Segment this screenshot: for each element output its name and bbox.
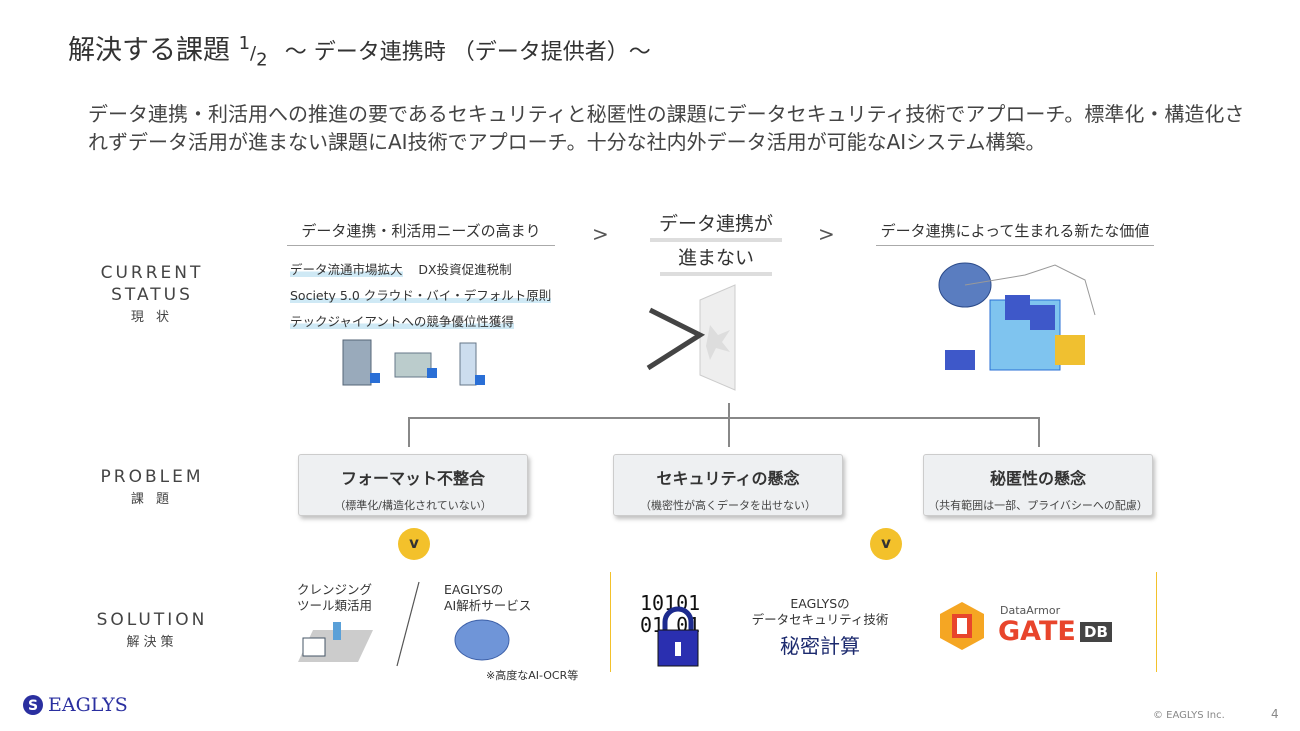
current-en1: CURRENT [100,263,204,283]
current-en2: STATUS [111,285,193,305]
arrow-gt: > [818,222,835,246]
security-solution-bracket [610,572,1157,672]
problem-sub: （標準化/構造化されていない） [334,499,492,512]
ai-brain-icon [454,619,510,661]
row-label-current: CURRENT STATUS 現 状 [82,262,222,325]
sec-main: 秘密計算 [780,634,860,658]
page-title: 解決する課題 1/2 ～ データ連携時 （データ提供者）～ [68,33,651,71]
problem-card: 秘匿性の懸念 （共有範囲は一部、プライバシーへの配慮） [923,454,1153,516]
solution-jp: 解決策 [126,635,178,650]
connector [408,417,1040,419]
ai-line2: AI解析サービス [444,598,532,613]
sec-line2: データセキュリティ技術 [751,612,889,627]
gate-main: GATE [998,616,1076,647]
ocr-note: ※高度なAI-OCR等 [486,669,579,682]
sec-line1: EAGLYSの [790,596,850,611]
gate-logo-icon [940,602,984,650]
need-item: Society 5.0 クラウド・バイ・デフォルト原則 [290,288,552,303]
need-item: DX投資促進税制 [418,262,512,277]
eaglys-logo: S EAGLYS [22,694,128,716]
connector [1038,417,1040,447]
logo-text: EAGLYS [48,694,128,716]
needs-title: データ連携・利活用ニーズの高まり [287,220,555,246]
page-number: 4 [1271,707,1279,721]
need-item: データ流通市場拡大 [290,262,403,277]
svg-text:S: S [28,698,38,714]
lock-binary-icon: 10101 01 01 [640,591,700,667]
data-value-illustration [938,262,1096,371]
gate-db: DB [1080,622,1112,642]
problem-title: フォーマット不整合 [340,469,485,488]
copyright: © EAGLYS Inc. [1153,710,1225,721]
eaglys-logo-icon: S [23,695,43,715]
connector [728,417,730,447]
solution-en: SOLUTION [96,610,208,630]
title-den: 2 [256,49,268,71]
cleansing-label: クレンジング ツール類活用 [297,582,373,613]
buildings-illustration [342,339,485,386]
arrow-gt: > [592,222,609,246]
problem-sub: （共有範囲は一部、プライバシーへの配慮） [928,499,1148,512]
need-item: テックジャイアントへの競争優位性獲得 [290,314,514,329]
problem-card: セキュリティの懸念 （機密性が高くデータを出せない） [613,454,843,516]
problem-jp: 課 題 [130,492,174,507]
problem-card: フォーマット不整合 （標準化/構造化されていない） [298,454,528,516]
blocked-label: データ連携が 進まない [650,210,782,276]
value-title: データ連携によって生まれる新たな価値 [876,220,1154,246]
problem-title: セキュリティの懸念 [656,469,800,488]
title-num: 1 [238,33,251,54]
current-jp: 現 状 [130,310,174,325]
title-main: 解決する課題 [68,35,230,66]
lead-text: データ連携・利活用への推進の要であるセキュリティと秘匿性の課題にデータセキュリテ… [88,102,1245,154]
problem-en: PROBLEM [100,467,204,487]
blocked-line1: データ連携が [650,210,782,242]
down-chevron-badge: v [398,528,430,560]
ai-line1: EAGLYSの [444,582,504,597]
row-label-solution: SOLUTION 解決策 [82,609,222,650]
title-sub: ～ データ連携時 （データ提供者）～ [284,40,651,65]
connector [408,417,410,447]
down-chevron-badge: v [870,528,902,560]
gate-small: DataArmor [1000,604,1061,617]
secure-computation-label: EAGLYSの データセキュリティ技術 秘密計算 [745,596,895,659]
connector [728,403,730,418]
blocked-wall-icon [646,284,736,391]
problem-sub: （機密性が高くデータを出せない） [640,499,816,512]
row-label-problem: PROBLEM 課 題 [82,466,222,507]
problem-title: 秘匿性の懸念 [989,469,1086,488]
cleansing-illustration [298,622,373,662]
blocked-line2: 進まない [660,244,772,276]
divider-slash [396,581,420,667]
